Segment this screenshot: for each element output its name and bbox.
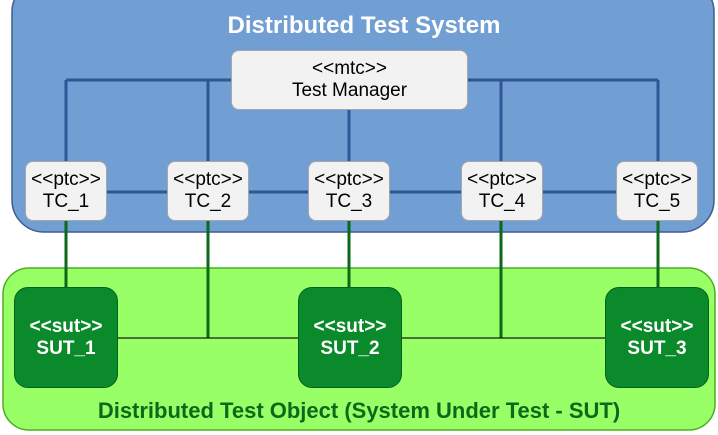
ptc-stereotype: <<ptc>> (314, 169, 384, 191)
ptc-name: TC_3 (325, 191, 373, 212)
ptc-name: TC_5 (633, 191, 681, 212)
test-object-title: Distributed Test Object (System Under Te… (97, 398, 621, 423)
ptc-name: TC_2 (184, 191, 232, 212)
ptc-node-tc4[interactable]: <<ptc>> TC_4 (461, 161, 543, 221)
mtc-stereotype: <<mtc>> (312, 58, 387, 80)
test-system-title: Distributed Test System (227, 12, 501, 39)
ptc-name: TC_1 (42, 191, 90, 212)
sut-name: SUT_2 (320, 337, 380, 359)
ptc-name: TC_4 (478, 191, 526, 212)
sut-node-sut1[interactable]: <<sut>> SUT_1 (14, 287, 118, 388)
sut-stereotype: <<sut>> (620, 315, 694, 337)
sut-node-sut3[interactable]: <<sut>> SUT_3 (605, 287, 709, 388)
ptc-stereotype: <<ptc>> (467, 169, 537, 191)
sut-name: SUT_3 (627, 337, 687, 359)
ptc-stereotype: <<ptc>> (31, 169, 101, 191)
ptc-node-tc1[interactable]: <<ptc>> TC_1 (25, 161, 107, 221)
sut-stereotype: <<sut>> (29, 315, 103, 337)
ptc-node-tc5[interactable]: <<ptc>> TC_5 (616, 161, 698, 221)
test-manager-node[interactable]: <<mtc>> Test Manager (231, 50, 468, 110)
ptc-node-tc2[interactable]: <<ptc>> TC_2 (167, 161, 249, 221)
sut-stereotype: <<sut>> (313, 315, 387, 337)
ptc-node-tc3[interactable]: <<ptc>> TC_3 (308, 161, 390, 221)
sut-links (64, 221, 660, 338)
sut-node-sut2[interactable]: <<sut>> SUT_2 (298, 287, 402, 388)
sut-name: SUT_1 (36, 337, 96, 359)
mtc-name: Test Manager (291, 80, 408, 101)
ptc-stereotype: <<ptc>> (622, 169, 692, 191)
ptc-stereotype: <<ptc>> (173, 169, 243, 191)
